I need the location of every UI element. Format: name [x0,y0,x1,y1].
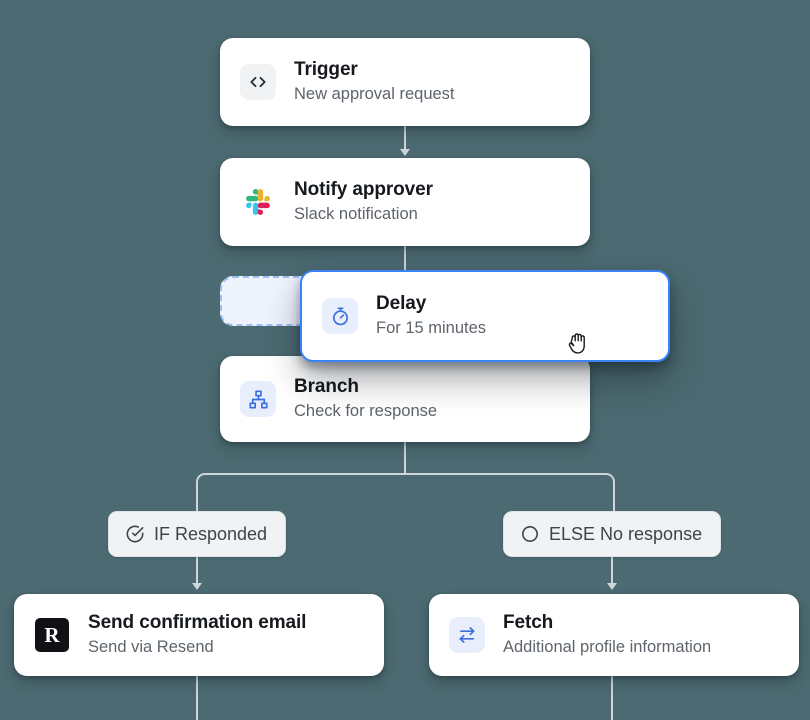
connector-split-left-elbow [196,473,407,513]
node-fetch-subtitle: Additional profile information [503,638,712,657]
resend-logo-mark: R [35,618,69,652]
node-trigger[interactable]: Trigger New approval request [220,38,590,126]
node-notify-approver-text: Notify approver Slack notification [294,178,433,225]
node-delay-subtitle: For 15 minutes [376,319,487,338]
branch-condition-if-label: IF Responded [154,523,268,544]
stopwatch-icon [322,298,358,334]
empty-circle-icon [520,524,540,544]
connector-if-to-send-email [196,557,198,587]
node-fetch-title: Fetch [503,612,554,634]
node-notify-approver-title: Notify approver [294,179,433,201]
node-branch-title: Branch [294,376,359,398]
sitemap-icon [240,381,276,417]
slack-icon [240,184,276,220]
node-branch-text: Branch Check for response [294,375,437,422]
node-notify-approver[interactable]: Notify approver Slack notification [220,158,590,246]
connector-fetch-outgoing [611,676,613,720]
node-trigger-subtitle: New approval request [294,85,455,104]
connector-split-right-elbow [404,473,615,513]
arrowhead-trigger-to-notify [400,149,410,156]
connector-send-email-outgoing [196,676,198,720]
node-fetch[interactable]: Fetch Additional profile information [429,594,799,676]
connector-trigger-to-notify [404,126,406,153]
branch-condition-else-no-response[interactable]: ELSE No response [503,511,721,557]
connector-else-to-fetch [611,557,613,587]
node-delay-text: Delay For 15 minutes [376,292,486,339]
node-delay[interactable]: Delay For 15 minutes [300,270,670,362]
exchange-arrows-icon [449,617,485,653]
connector-notify-to-delay [404,246,406,270]
node-send-confirmation-email[interactable]: R Send confirmation email Send via Resen… [14,594,384,676]
node-fetch-text: Fetch Additional profile information [503,611,711,658]
node-branch-subtitle: Check for response [294,402,438,421]
node-trigger-title: Trigger [294,59,358,81]
node-notify-approver-subtitle: Slack notification [294,205,418,224]
node-send-confirmation-email-title: Send confirmation email [88,612,307,634]
node-send-confirmation-email-text: Send confirmation email Send via Resend [88,611,306,658]
arrowhead-else-to-fetch [607,583,617,590]
branch-condition-if-responded[interactable]: IF Responded [108,511,286,557]
code-brackets-icon [240,64,276,100]
node-send-confirmation-email-subtitle: Send via Resend [88,638,214,657]
connector-branch-to-split [404,442,406,474]
resend-logo-icon: R [34,617,70,653]
check-circle-icon [125,524,145,544]
node-delay-title: Delay [376,293,427,315]
branch-condition-else-label: ELSE No response [549,523,703,544]
arrowhead-if-to-send-email [192,583,202,590]
node-branch[interactable]: Branch Check for response [220,356,590,442]
node-trigger-text: Trigger New approval request [294,58,455,105]
